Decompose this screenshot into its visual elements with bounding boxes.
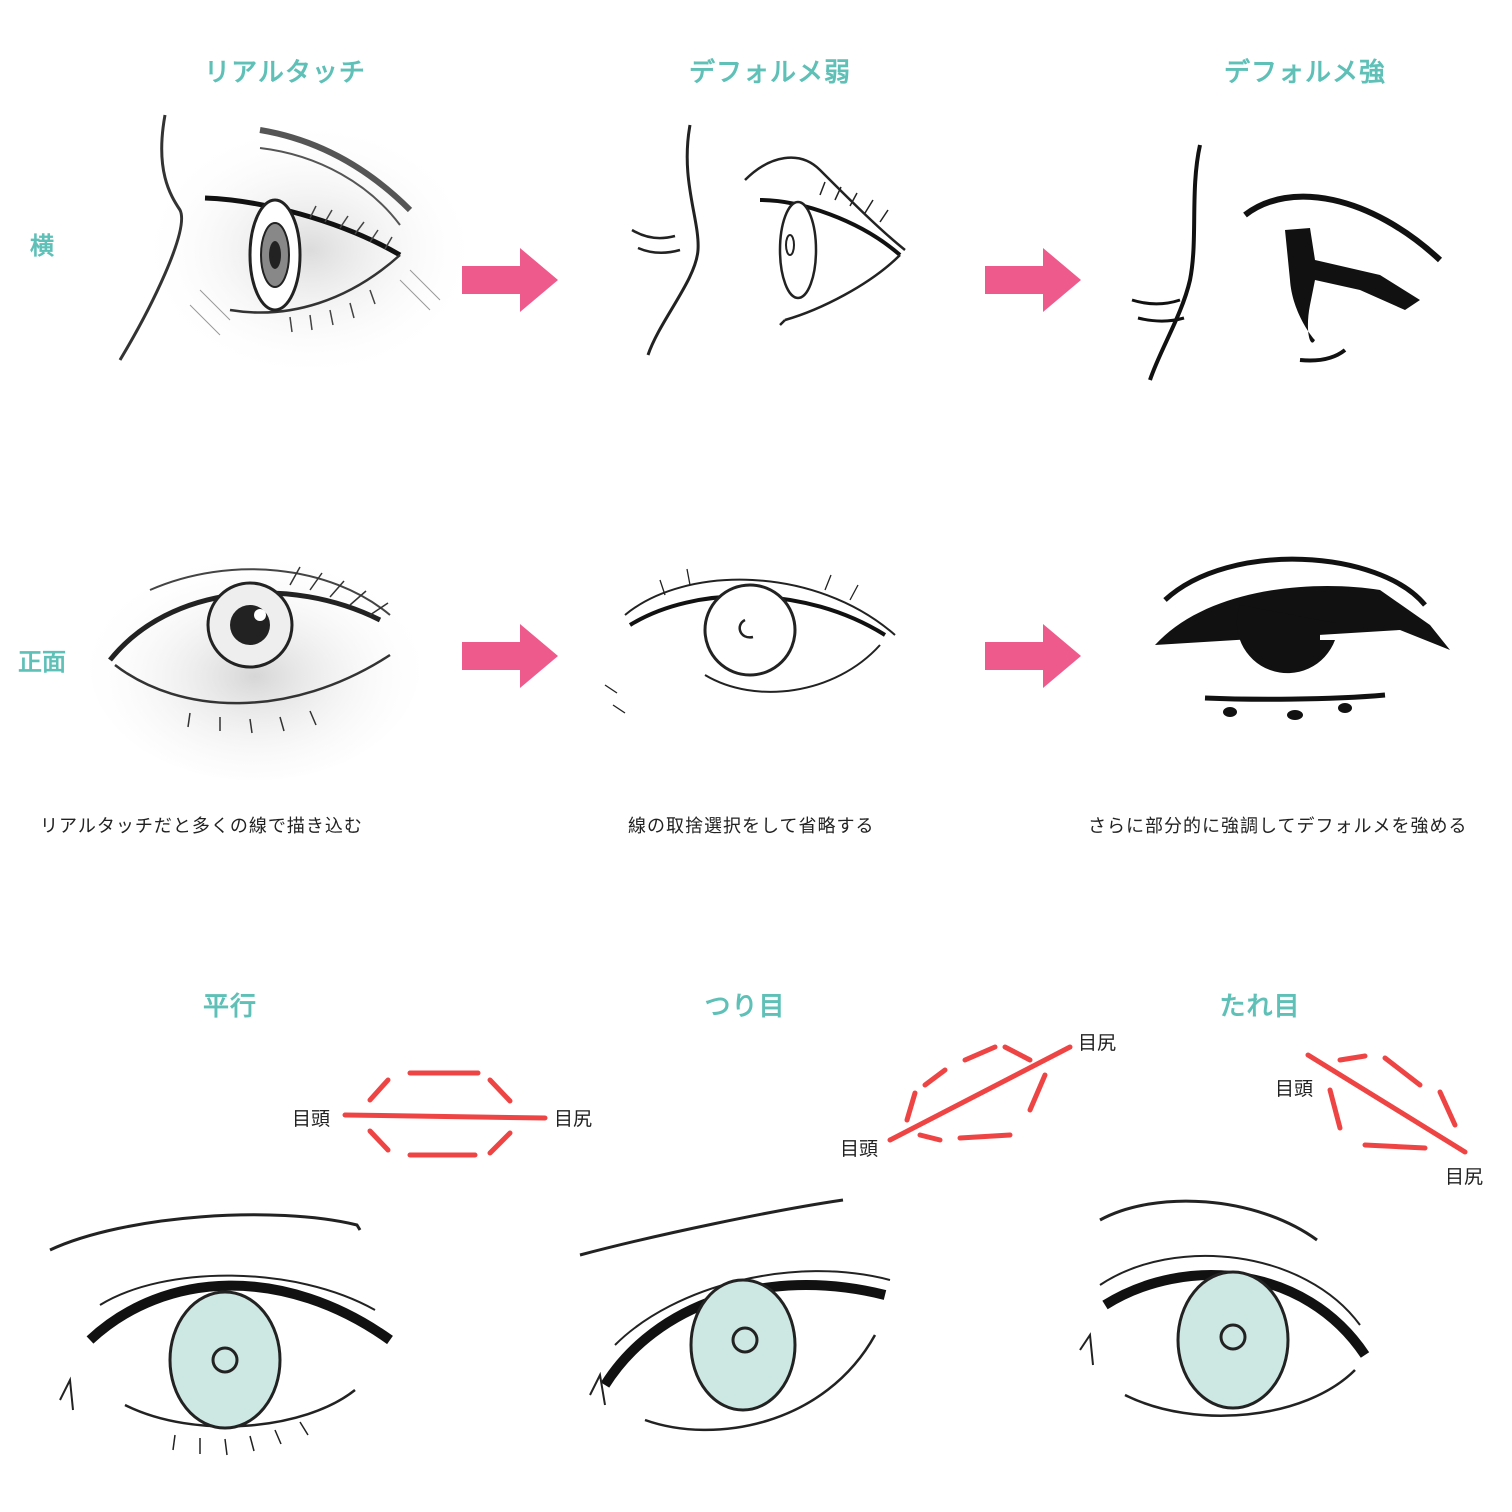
- eye-illustration-upturned: [579, 1198, 891, 1432]
- shape-title-droopy: たれ目: [1219, 992, 1301, 1022]
- arrow-icon: [462, 248, 558, 312]
- caption-strong: さらに部分的に強調してデフォルメを強める: [1088, 816, 1468, 837]
- label-outer-corner: 目尻: [1445, 1166, 1484, 1188]
- guide-diagram-upturned: [887, 1044, 1073, 1143]
- shape-title-parallel: 平行: [202, 992, 257, 1022]
- side-eye-strong: [1131, 144, 1443, 381]
- front-eye-realistic: [90, 550, 420, 780]
- arrow-icon: [985, 248, 1081, 312]
- label-outer-corner: 目尻: [554, 1108, 593, 1130]
- row-label-front: 正面: [18, 648, 66, 676]
- label-outer-corner: 目尻: [1078, 1032, 1117, 1054]
- label-inner-corner: 目頭: [840, 1138, 879, 1160]
- eye-illustration-droopy: [1079, 1199, 1370, 1417]
- label-inner-corner: 目頭: [1275, 1078, 1314, 1100]
- caption-real: リアルタッチだと多くの線で描き込む: [40, 816, 363, 837]
- row-label-side: 横: [30, 232, 54, 260]
- label-inner-corner: 目頭: [292, 1108, 331, 1130]
- eye-illustration-parallel: [49, 1213, 393, 1456]
- arrow-icon: [985, 624, 1081, 688]
- arrow-icon: [462, 624, 558, 688]
- front-eye-strong: [1155, 556, 1450, 720]
- guide-diagram-parallel: [342, 1070, 548, 1158]
- column-title-real: リアルタッチ: [204, 58, 366, 88]
- column-title-strong: デフォルメ強: [1223, 58, 1386, 88]
- caption-weak: 線の取捨選択をして省略する: [628, 816, 875, 837]
- front-eye-weak: [604, 568, 896, 714]
- side-eye-realistic: [118, 114, 480, 380]
- shape-title-upturned: つり目: [704, 992, 786, 1022]
- guide-diagram-droopy: [1305, 1052, 1468, 1155]
- column-title-weak: デフォルメ弱: [688, 58, 851, 88]
- side-eye-weak: [631, 124, 906, 356]
